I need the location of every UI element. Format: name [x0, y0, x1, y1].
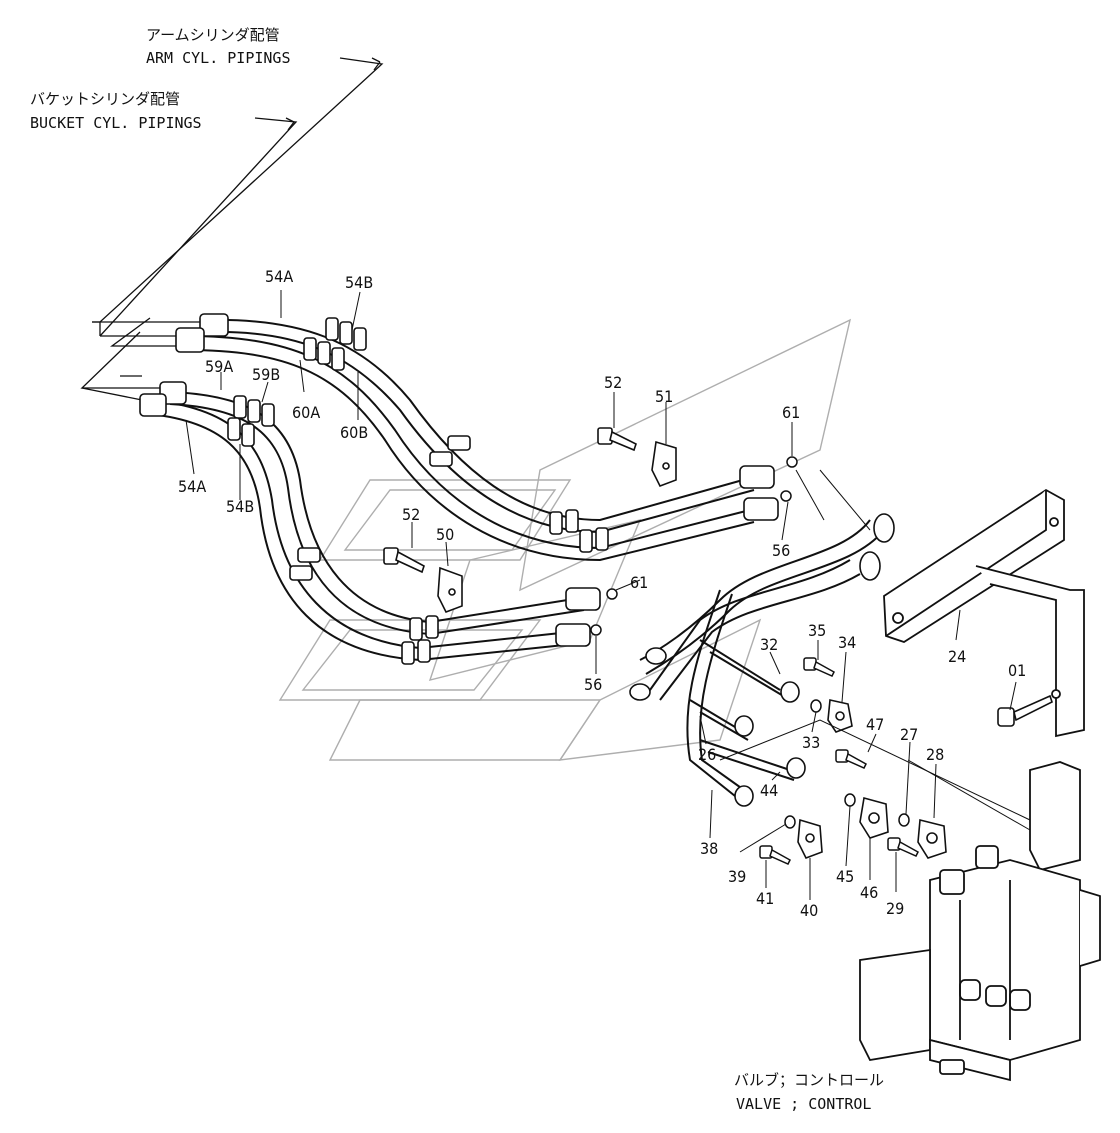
hose-54A-top: [207, 318, 755, 534]
clamp-51: [651, 440, 677, 488]
part-label: 24: [948, 647, 966, 666]
part-label: 39: [728, 867, 746, 886]
flanges: [797, 699, 947, 860]
part-label: 40: [800, 901, 818, 920]
bolt-01: [997, 694, 1053, 727]
bolt-52-top: [597, 427, 637, 452]
bucket-caption-jp: バケットシリンダ配管: [30, 90, 180, 108]
hose-fittings: [139, 313, 779, 665]
part-label: 35: [808, 621, 826, 640]
part-label: 34: [838, 633, 856, 652]
hose-54B-top: [184, 335, 755, 562]
part-label: 52: [604, 373, 622, 392]
part-label: 46: [860, 883, 878, 902]
part-label: 52: [402, 505, 420, 524]
part-label: 56: [584, 675, 602, 694]
part-label: 45: [836, 867, 854, 886]
part-label: 41: [756, 889, 774, 908]
part-label: 27: [900, 725, 918, 744]
part-label: 50: [436, 525, 454, 544]
part-label: 61: [782, 403, 800, 422]
arm-caption-jp: アームシリンダ配管: [146, 26, 280, 44]
part-label: 60A: [292, 403, 320, 422]
pipe-ends: [629, 513, 895, 807]
part-label: 32: [760, 635, 778, 654]
part-label: 33: [802, 733, 820, 752]
part-label: 54B: [226, 497, 254, 516]
part-leaders: [185, 290, 1031, 900]
part-label: 54A: [265, 267, 293, 286]
part-label: 61: [630, 573, 648, 592]
part-label: 47: [866, 715, 884, 734]
valve-caption-en: VALVE ; CONTROL: [736, 1095, 871, 1113]
bucket-caption-en: BUCKET CYL. PIPINGS: [30, 114, 202, 132]
part-label: 59B: [252, 365, 280, 384]
part-label: 28: [926, 745, 944, 764]
part-label: 44: [760, 781, 778, 800]
bracket-24: [883, 488, 1085, 738]
part-label: 56: [772, 541, 790, 560]
part-label: 26: [698, 745, 716, 764]
part-label: 29: [886, 899, 904, 918]
flange-bolts: [759, 657, 919, 865]
part-label: 01: [1008, 661, 1026, 680]
control-valve: [859, 761, 1101, 1082]
part-label: 60B: [340, 423, 368, 442]
steel-pipes: [639, 519, 885, 801]
part-label: 38: [700, 839, 718, 858]
watermark-logo: [278, 318, 852, 761]
part-label: 51: [655, 387, 673, 406]
leader-lines: [80, 57, 384, 401]
valve-caption-jp: バルブ；コントロール: [734, 1071, 884, 1089]
arm-caption-en: ARM CYL. PIPINGS: [146, 49, 291, 67]
bolt-52-mid: [383, 547, 425, 574]
part-label: 59A: [205, 357, 233, 376]
part-label: 54A: [178, 477, 206, 496]
part-label: 54B: [345, 273, 373, 292]
clamp-50: [437, 566, 463, 614]
hose-59B: [149, 399, 575, 662]
